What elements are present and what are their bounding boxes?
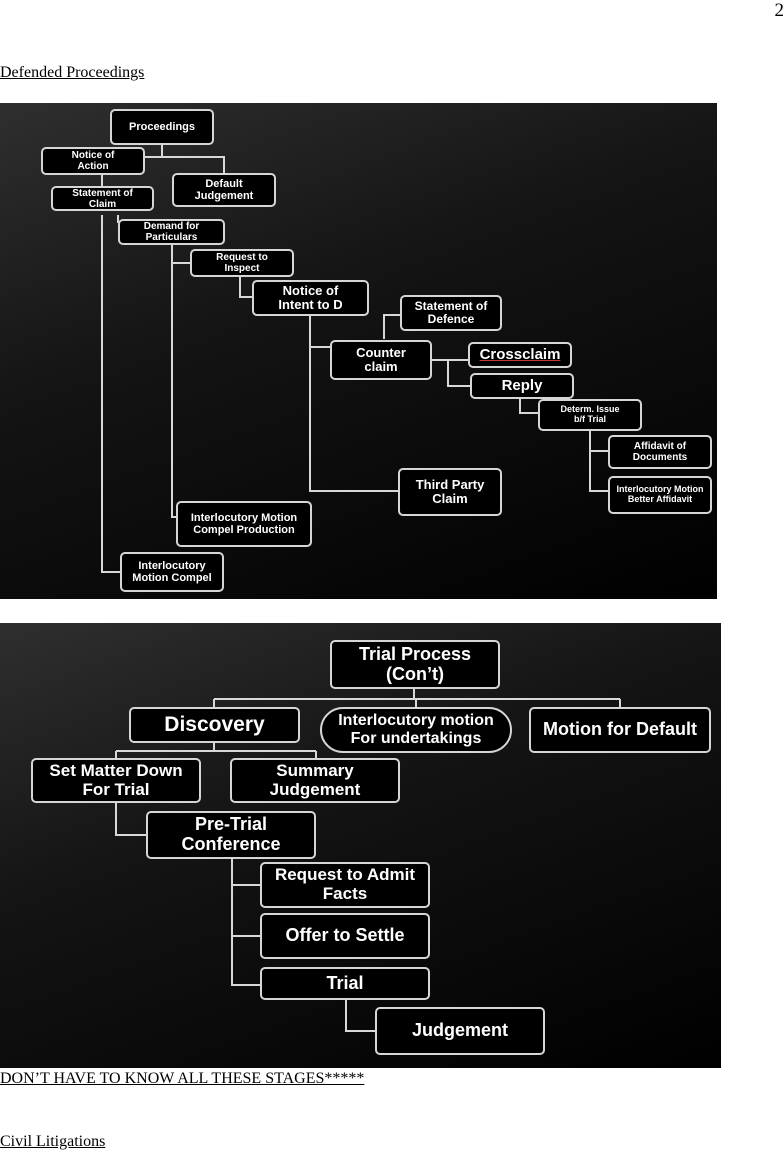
node-counter-claim: Counter claim xyxy=(330,340,432,380)
stages-note: DON’T HAVE TO KNOW ALL THESE STAGES***** xyxy=(0,1070,365,1087)
defended-proceedings-diagram: Proceedings Notice of Action Default Jud… xyxy=(0,103,717,599)
node-set-matter-down: Set Matter Down For Trial xyxy=(31,758,201,803)
diagram-connectors xyxy=(115,689,621,1032)
node-trial-process: Trial Process (Con’t) xyxy=(330,640,500,689)
node-request-to-admit-facts: Request to Admit Facts xyxy=(260,862,430,908)
crossclaim-label: Crossclaim xyxy=(479,345,561,363)
node-proceedings: Proceedings xyxy=(110,109,214,145)
heading-civil-litigations: Civil Litigations xyxy=(0,1133,106,1150)
heading-defended-proceedings: Defended Proceedings xyxy=(0,64,145,81)
trial-process-diagram: Trial Process (Con’t) Discovery Interloc… xyxy=(0,623,721,1068)
node-reply: Reply xyxy=(470,373,574,399)
diagram-connectors xyxy=(101,133,608,573)
node-discovery: Discovery xyxy=(129,707,300,743)
node-statement-of-defence: Statement of Defence xyxy=(400,295,502,331)
node-notice-of-action: Notice of Action xyxy=(41,147,145,175)
node-motion-for-default: Motion for Default xyxy=(529,707,711,753)
node-trial: Trial xyxy=(260,967,430,1000)
node-crossclaim: Crossclaim xyxy=(468,342,572,368)
node-affidavit-of-documents: Affidavit of Documents xyxy=(608,435,712,469)
node-judgement: Judgement xyxy=(375,1007,545,1055)
node-interlocutory-motion-better-affidavit: Interlocutory Motion Better Affidavit xyxy=(608,476,712,514)
node-interlocutory-undertakings: Interlocutory motion For undertakings xyxy=(320,707,512,753)
node-pre-trial-conference: Pre-Trial Conference xyxy=(146,811,316,859)
node-summary-judgement: Summary Judgement xyxy=(230,758,400,803)
node-interlocutory-motion-compel-production: Interlocutory Motion Compel Production xyxy=(176,501,312,547)
node-offer-to-settle: Offer to Settle xyxy=(260,913,430,959)
node-default-judgement: Default Judgement xyxy=(172,173,276,207)
node-third-party-claim: Third Party Claim xyxy=(398,468,502,516)
page-number: 2 xyxy=(774,0,784,21)
node-notice-of-intent: Notice of Intent to D xyxy=(252,280,369,316)
node-request-to-inspect: Request to Inspect xyxy=(190,249,294,277)
node-statement-of-claim: Statement of Claim xyxy=(51,186,154,211)
node-determ-issue: Determ. Issue b/f Trial xyxy=(538,399,642,431)
node-interlocutory-motion-compel: Interlocutory Motion Compel xyxy=(120,552,224,592)
node-demand-for-particulars: Demand for Particulars xyxy=(118,219,225,245)
